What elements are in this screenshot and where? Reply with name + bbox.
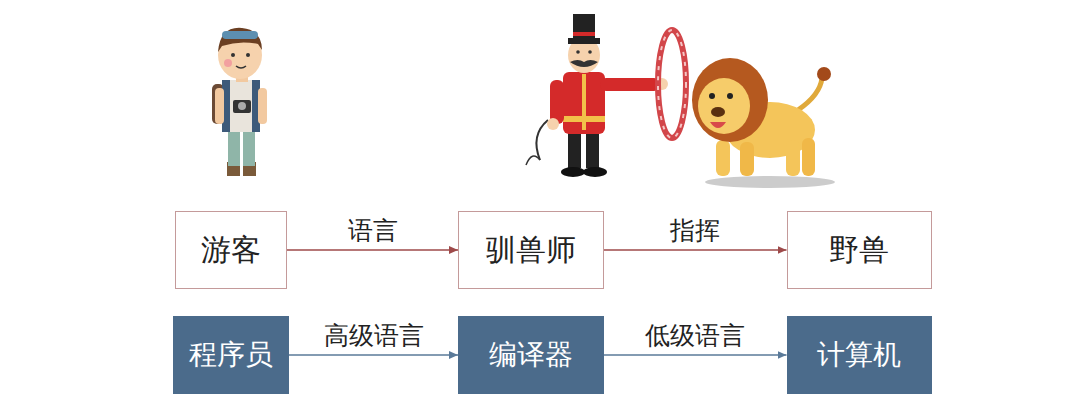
arrow-connector	[289, 354, 458, 356]
concept-box: 计算机	[787, 316, 932, 394]
scene-box: 野兽	[787, 211, 932, 289]
hoop	[658, 30, 686, 138]
edge-label: 高级语言	[320, 322, 428, 350]
edge-label: 指挥	[666, 217, 724, 245]
arrow-connector	[604, 354, 787, 356]
tamer-figure	[526, 14, 668, 177]
edge-label: 语言	[344, 217, 402, 245]
box-text: 计算机	[807, 336, 911, 374]
arrow-connector	[287, 249, 458, 251]
box-text: 编译器	[479, 336, 583, 374]
scene-box: 驯兽师	[458, 211, 604, 289]
arrow-connector	[604, 249, 787, 251]
lion-figure	[692, 58, 835, 188]
box-text: 驯兽师	[476, 230, 586, 271]
box-text: 游客	[191, 230, 271, 271]
edge-label: 低级语言	[641, 322, 749, 350]
box-text: 野兽	[819, 230, 899, 271]
scene-box: 游客	[175, 211, 287, 289]
tourist-figure	[212, 28, 267, 176]
box-text: 程序员	[179, 336, 283, 374]
concept-box: 程序员	[173, 316, 289, 394]
concept-box: 编译器	[458, 316, 604, 394]
